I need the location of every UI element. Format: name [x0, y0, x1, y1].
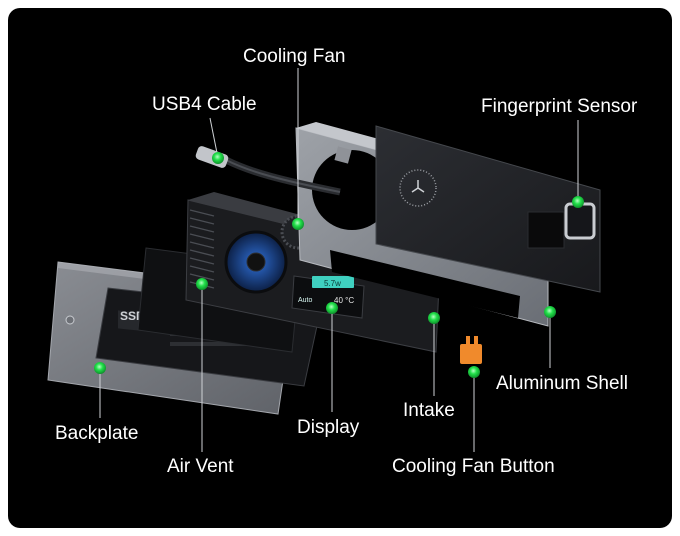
label-usb4-cable: USB4 Cable [152, 94, 257, 115]
display-mode-text: Auto [298, 297, 313, 304]
leader-usb4-cable [209, 117, 219, 159]
label-intake: Intake [403, 400, 455, 421]
label-display: Display [297, 417, 360, 438]
marker-cooling-fan-button [468, 366, 480, 378]
display-part: 5.7w Auto 40 °C [291, 275, 365, 319]
marker-usb4-cable [212, 152, 224, 164]
marker-fingerprint-sensor [572, 196, 584, 208]
label-fingerprint-sensor: Fingerprint Sensor [481, 96, 638, 117]
label-cooling-fan: Cooling Fan [243, 46, 346, 67]
marker-cooling-fan [292, 218, 304, 230]
cooling-fan-button-part [460, 336, 482, 364]
label-cooling-fan-button: Cooling Fan Button [392, 456, 555, 477]
display-power-text: 5.7w [324, 279, 341, 288]
markers [94, 152, 584, 378]
marker-intake [428, 312, 440, 324]
marker-display [326, 302, 338, 314]
marker-air-vent [196, 278, 208, 290]
marker-backplate [94, 362, 106, 374]
label-backplate: Backplate [55, 423, 139, 444]
label-aluminum-shell: Aluminum Shell [496, 373, 628, 394]
display-temp-text: 40 °C [334, 296, 354, 305]
top-cover-part [375, 125, 601, 293]
leader-lines [99, 68, 579, 452]
label-air-vent: Air Vent [167, 456, 234, 477]
marker-aluminum-shell [544, 306, 556, 318]
